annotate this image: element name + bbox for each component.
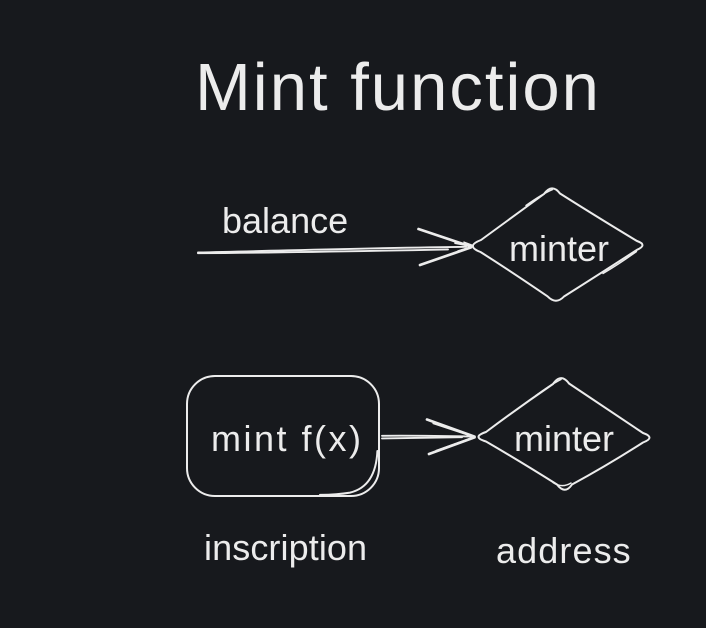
svg-text:balance: balance xyxy=(222,200,348,241)
svg-text:inscription: inscription xyxy=(204,527,367,568)
svg-text:mint f(x): mint f(x) xyxy=(211,418,364,459)
svg-text:minter: minter xyxy=(514,418,614,459)
svg-text:address: address xyxy=(496,530,632,571)
svg-text:Mint function: Mint function xyxy=(195,50,601,125)
svg-text:minter: minter xyxy=(509,228,609,269)
